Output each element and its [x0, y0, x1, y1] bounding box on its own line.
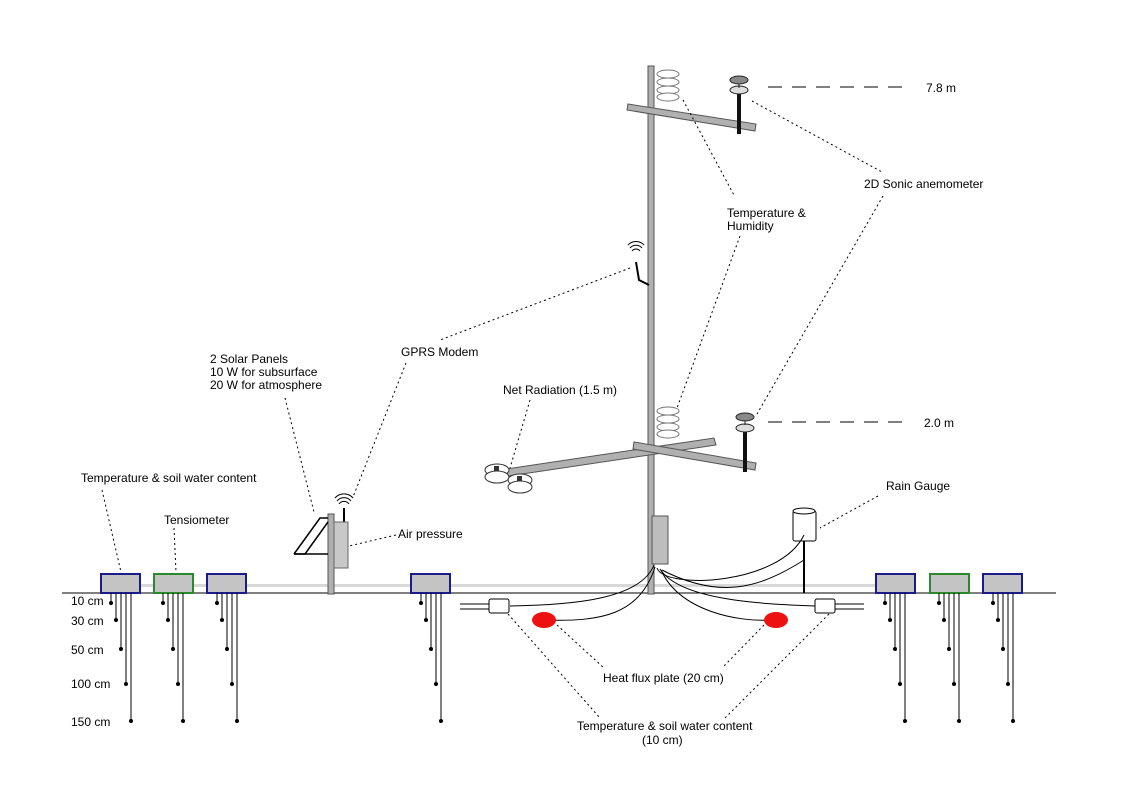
heat-flux-label: Heat flux plate (20 cm): [603, 671, 724, 685]
temp-humidity-sensor-low: [656, 406, 680, 439]
heat-flux-plate-right: [764, 612, 788, 628]
net-radiation-label: Net Radiation (1.5 m): [503, 383, 617, 397]
depth-label: 100 cm: [71, 677, 110, 691]
height-label-top: 7.8 m: [926, 81, 956, 95]
temp-soil-label: Temperature & soil water content: [81, 471, 257, 485]
solar-panels: [293, 513, 335, 595]
air-pressure-label: Air pressure: [398, 527, 463, 541]
solar-label-2: 10 W for subsurface: [210, 365, 318, 379]
logger-box-3: [410, 573, 451, 723]
logger-box-4: [875, 573, 916, 723]
soil-sensor-10cm-right: [814, 598, 864, 614]
soil-sensor-10cm-left: [460, 598, 510, 614]
leader-lines: [101, 99, 884, 719]
temp-soil-10cm-label-2: (10 cm): [642, 733, 683, 747]
gprs-modem-small-mast: [334, 493, 354, 522]
temp-humidity-sensor-top: [656, 69, 680, 102]
depth-label: 30 cm: [71, 614, 104, 628]
sonic-anemometer-top: [729, 75, 749, 134]
rain-gauge: [792, 507, 817, 593]
gprs-modem-mast: [627, 241, 650, 286]
solar-label-1: 2 Solar Panels: [210, 352, 288, 366]
net-radiometer: [484, 463, 533, 494]
lower-boom: [632, 441, 757, 471]
gprs-modem-label: GPRS Modem: [401, 345, 478, 359]
temp-humidity-label-2: Humidity: [727, 219, 774, 233]
surface-cable: [120, 584, 880, 587]
sonic-anemometer-low: [735, 412, 755, 472]
logger-box-2: [206, 573, 247, 723]
solar-label-3: 20 W for atmosphere: [210, 378, 322, 392]
temp-humidity-label-1: Temperature &: [727, 206, 806, 220]
tensiometer-box-2: [929, 573, 970, 723]
top-boom: [626, 103, 757, 132]
tensiometer-box-1: [153, 573, 194, 723]
sonic-anemometer-label: 2D Sonic anemometer: [864, 177, 983, 191]
cables: [509, 534, 816, 621]
temp-soil-10cm-label-1: Temperature & soil water content: [577, 719, 753, 733]
depth-label: 10 cm: [71, 594, 104, 608]
height-label-low: 2.0 m: [924, 416, 954, 430]
depth-label: 150 cm: [71, 715, 110, 729]
heat-flux-plate-left: [532, 612, 556, 628]
depth-label: 50 cm: [71, 643, 104, 657]
tensiometer-label: Tensiometer: [164, 513, 229, 527]
rain-gauge-label: Rain Gauge: [886, 479, 950, 493]
main-mast: [647, 65, 655, 595]
air-pressure-box: [333, 521, 349, 569]
logger-box-1: [100, 573, 141, 723]
logger-box-5: [982, 573, 1023, 723]
mast-logger-box: [651, 515, 669, 565]
